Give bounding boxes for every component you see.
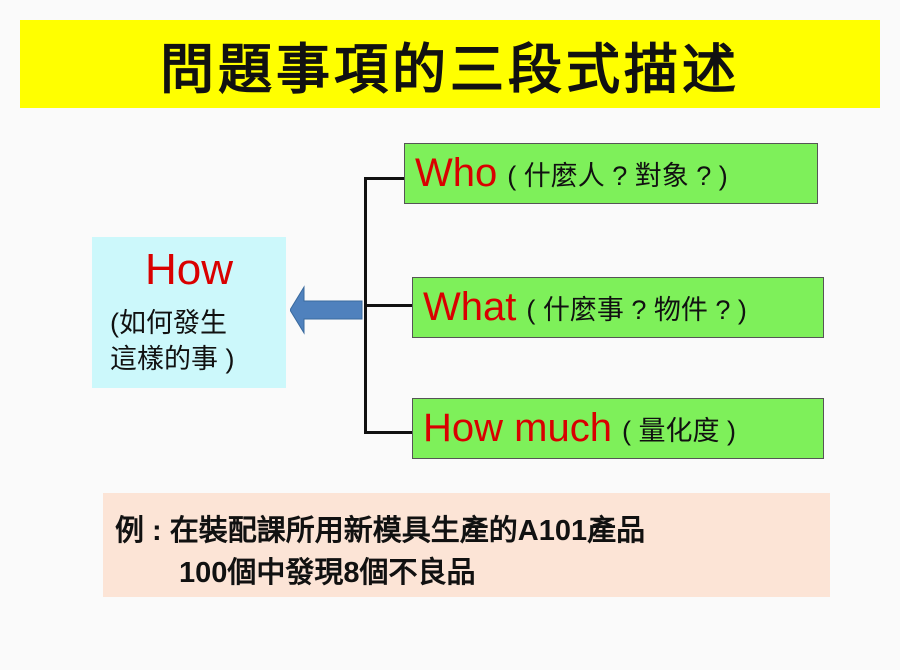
example-box: 例 : 在裝配課所用新模具生產的A101產品 100個中發現8個不良品 bbox=[103, 493, 830, 597]
center-how-box: How (如何發生 這樣的事 ) bbox=[92, 237, 286, 388]
item-description: ( 量化度 ) bbox=[621, 416, 736, 446]
center-desc-line1: (如何發生 bbox=[110, 308, 227, 338]
example-line2: 100個中發現8個不良品 bbox=[179, 557, 476, 589]
center-keyword: How bbox=[144, 245, 234, 294]
bracket-bottom bbox=[364, 431, 412, 434]
item-description: ( 什麼人 ? 對象 ? ) bbox=[507, 161, 728, 191]
item-who: Who ( 什麼人 ? 對象 ? ) bbox=[404, 143, 818, 204]
item-how-much: How much ( 量化度 ) bbox=[412, 398, 824, 459]
center-description: (如何發生 這樣的事 ) bbox=[110, 305, 235, 377]
item-keyword: What bbox=[423, 285, 517, 329]
item-what: What ( 什麼事 ? 物件 ? ) bbox=[412, 277, 824, 338]
slide-title: 問題事項的三段式描述 bbox=[20, 20, 880, 108]
center-desc-line2: 這樣的事 ) bbox=[110, 344, 235, 374]
left-arrow-icon bbox=[290, 285, 363, 335]
example-line1: 例 : 在裝配課所用新模具生產的A101產品 bbox=[115, 515, 646, 547]
bracket-top bbox=[364, 177, 404, 180]
item-keyword: How much bbox=[423, 406, 612, 450]
item-keyword: Who bbox=[415, 151, 498, 195]
bracket-middle bbox=[364, 304, 412, 307]
item-description: ( 什麼事 ? 物件 ? ) bbox=[526, 295, 747, 325]
